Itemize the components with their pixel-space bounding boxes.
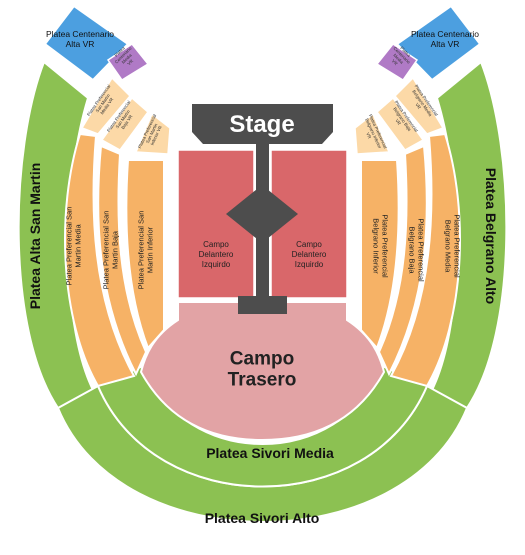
section-pref-san-martin-media-vr[interactable] [80,76,132,135]
stage-platform [192,104,333,144]
section-pref-belgrano-media[interactable] [389,132,461,388]
stage-label: Stage [229,111,294,138]
section-platea-centenario-alta-vr-right[interactable] [395,4,482,82]
platea-alta-san-martin-label: Platea Alta San Martin [27,163,43,310]
section-pref-san-martin-inferior[interactable] [125,159,165,350]
platea-sivori-media-label: Platea Sivori Media [206,445,334,461]
platea-belgrano-alto-label: Platea Belgrano Alto [483,168,499,304]
pref-san-martin-media-label: Platea Preferencial SanMartin Media [65,207,83,286]
pref-belgrano-media-label: Platea PreferencialBelgrano Media [444,214,462,278]
platea-sivori-alto-label: Platea Sivori Alto [205,510,320,526]
stage [192,104,333,314]
pref-belgrano-inferior-label: Platea PreferencialBelgrano Inferior [372,214,390,278]
section-campo-trasero[interactable] [139,301,386,442]
section-pref-san-martin-baja-vr[interactable] [100,96,150,151]
section-pref-san-martin-inferior-vr[interactable] [134,112,171,155]
section-pref-belgrano-media-vr[interactable] [393,76,445,135]
section-pref-belgrano-inferior-vr[interactable] [354,112,391,155]
section-platea-centenario-alta-vr-left[interactable] [43,4,130,82]
section-pref-belgrano-baja-vr[interactable] [375,96,425,151]
stage-b-platform [238,296,287,314]
section-pref-belgrano-inferior[interactable] [360,159,400,350]
section-pref-san-martin-baja[interactable] [97,144,148,377]
pref-san-martin-inferior-label: Platea Preferencial SanMartin Inferior [137,211,155,290]
pref-san-martin-baja-label: Platea Preferencial SanMartin Baja [102,211,120,290]
stage-diamond [226,185,298,243]
section-pref-san-martin-media[interactable] [64,132,136,388]
pref-belgrano-baja-label: Platea PreferencialBelgrano Baja [408,218,426,282]
section-platea-centenario-media-vr-left[interactable] [106,42,150,82]
section-pref-belgrano-baja[interactable] [377,144,428,377]
section-platea-centenario-media-vr-right[interactable] [375,42,419,82]
